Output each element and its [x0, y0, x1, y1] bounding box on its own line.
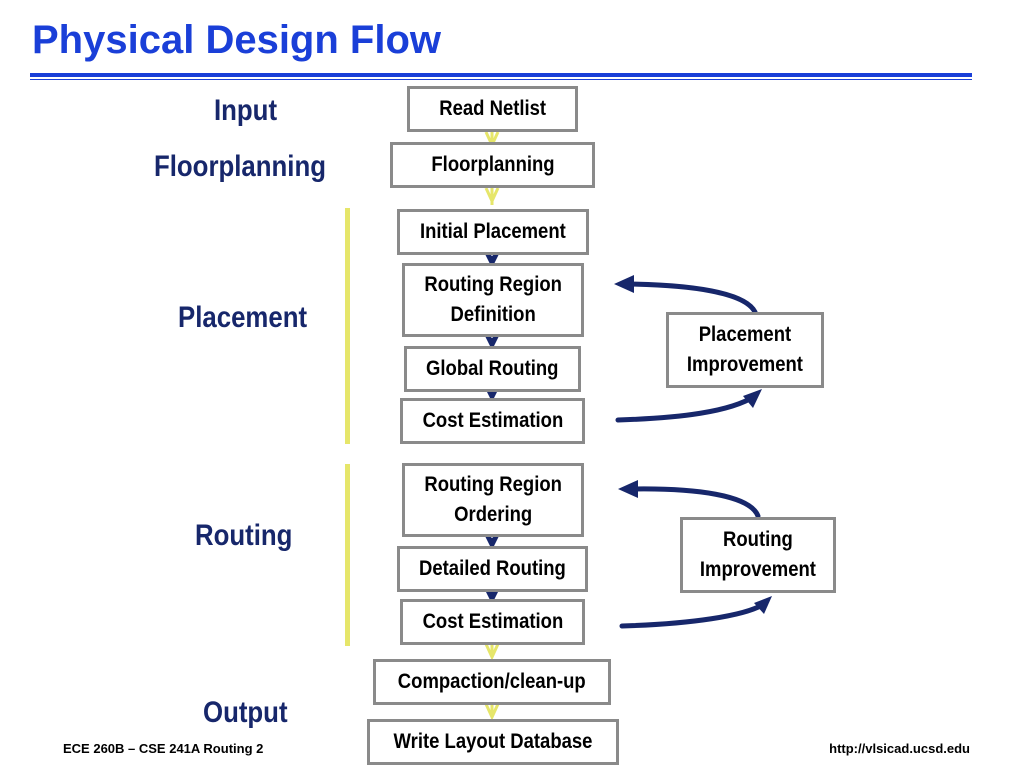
step-cost-estimation-placement: Cost Estimation	[400, 398, 585, 444]
placement-bracket	[345, 208, 350, 444]
placement-loop-out-arrowhead	[743, 389, 762, 408]
stage-label-placement: Placement	[178, 301, 308, 334]
placement-loop-back-arrowhead	[614, 275, 634, 293]
footer-course: ECE 260B – CSE 241A Routing 2	[63, 741, 264, 756]
title-underline	[30, 73, 972, 77]
stage-label-output: Output	[203, 696, 288, 729]
step-routing-region-ordering: Routing Region Ordering	[402, 463, 584, 537]
yellow-connector-icon	[484, 131, 500, 721]
routing-loop-out-arrow	[619, 601, 767, 629]
slide-title: Physical Design Flow	[32, 18, 442, 62]
step-compaction-cleanup: Compaction/clean-up	[373, 659, 611, 705]
step-global-routing: Global Routing	[404, 346, 581, 392]
step-detailed-routing: Detailed Routing	[397, 546, 588, 592]
title-underline-thin	[30, 79, 972, 80]
loop-placement-improvement: Placement Improvement	[666, 312, 824, 388]
stage-label-floorplanning: Floorplanning	[154, 150, 326, 183]
step-cost-estimation-routing: Cost Estimation	[400, 599, 585, 645]
step-read-netlist: Read Netlist	[407, 86, 578, 132]
footer-url: http://vlsicad.ucsd.edu	[829, 741, 970, 756]
step-write-layout-database: Write Layout Database	[367, 719, 619, 765]
routing-loop-out-arrowhead	[754, 596, 772, 614]
placement-loop-back-arrow	[625, 281, 758, 315]
loop-routing-improvement: Routing Improvement	[680, 517, 836, 593]
step-floorplanning: Floorplanning	[390, 142, 595, 188]
stage-label-input: Input	[214, 94, 278, 127]
step-routing-region-definition: Routing Region Definition	[402, 263, 584, 337]
routing-bracket	[345, 464, 350, 646]
placement-loop-out-arrow	[615, 393, 758, 423]
stage-label-routing: Routing	[195, 519, 293, 552]
routing-loop-back-arrowhead	[618, 480, 638, 498]
step-initial-placement: Initial Placement	[397, 209, 589, 255]
routing-loop-back-arrow	[629, 486, 761, 519]
